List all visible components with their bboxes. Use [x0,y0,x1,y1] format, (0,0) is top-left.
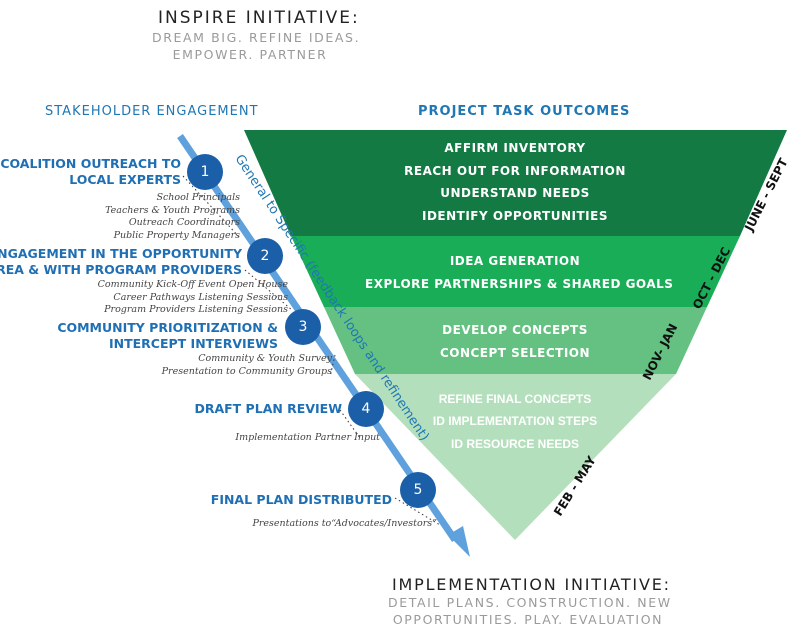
stage-3-title-line2: INTERCEPT INTERVIEWS [108,336,278,351]
band-4-period: FEB - MAY [551,453,599,519]
inspire-title: INSPIRE INITIATIVE: [158,8,360,28]
band-2-period: OCT - DEC [690,244,734,312]
stage-4-title: DRAFT PLAN REVIEW [194,401,342,417]
stage-4-circle [348,391,384,427]
stage-1-detail: Outreach Coordinators [128,217,240,228]
band-4-item: REFINE FINAL CONCEPTS [438,392,592,406]
band-4-item: ID RESOURCE NEEDS [450,437,580,451]
stage-1-title-line1: COALITION OUTREACH TO [0,156,181,171]
band-2-item: EXPLORE PARTNERSHIPS & SHARED GOALS [365,277,674,291]
stage-1-circle [187,154,223,190]
connector-3 [329,354,336,378]
band-1-period: JUNE - SEPT [742,156,791,234]
stage-5-details: Presentations to“Advocates/Investors” [253,518,438,531]
band-3-period: NOV- JAN [640,321,681,383]
implementation-subtitle-line1: DETAIL PLANS. CONSTRUCTION. NEW [388,595,672,610]
engagement-arrow-line [177,134,458,542]
band-3-shape [324,307,707,374]
band-1-item: UNDERSTAND NEEDS [440,186,590,200]
stage-3-title-line1: COMMUNITY PRIORITIZATION & [57,320,278,335]
stage-4-number: 4 [361,401,371,417]
band-1-item: REACH OUT FOR INFORMATION [404,164,626,178]
stage-3-detail: Presentation to Community Groups [161,365,332,377]
stage-3-details: Community & Youth Survey Presentation to… [162,353,332,378]
stage-3-title: COMMUNITY PRIORITIZATION & INTERCEPT INT… [57,320,278,352]
stage-5-number: 5 [413,482,423,498]
band-3-item: CONCEPT SELECTION [439,346,591,360]
stage-5-circle [400,472,436,508]
stage-1-details: School Principals Teachers & Youth Progr… [105,192,240,242]
stage-5-title-line1: FINAL PLAN DISTRIBUTED [210,492,392,507]
connector-1 [182,175,241,239]
band-1-item: IDENTIFY OPPORTUNITIES [421,209,608,223]
band-4-item: ID IMPLEMENTATION STEPS [432,414,598,428]
project-task-outcomes-heading: PROJECT TASK OUTCOMES [418,104,631,119]
inspire-subtitle-line1: DREAM BIG. REFINE IDEAS. [152,30,361,45]
band-3-item: DEVELOP CONCEPTS [442,323,588,337]
band-2-shape [291,236,740,307]
band-1-shape [244,130,787,236]
connector-2 [244,269,293,311]
stage-2-title: ENGAGEMENT IN THE OPPORTUNITY AREA & WIT… [0,246,242,278]
band-4-shape [355,374,676,540]
stage-3-number: 3 [298,319,308,335]
implementation-subtitle: DETAIL PLANS. CONSTRUCTION. NEW OPPORTUN… [388,594,672,628]
stage-1-detail: Public Property Managers [113,229,240,241]
implementation-subtitle-line2: OPPORTUNITIES. PLAY. EVALUATION [392,612,664,627]
stage-1-detail: Teachers & Youth Programs [105,204,240,216]
stage-2-title-line1: ENGAGEMENT IN THE OPPORTUNITY [0,246,242,261]
stakeholder-engagement-heading: STAKEHOLDER ENGAGEMENT [45,104,259,119]
stage-1-title-line2: LOCAL EXPERTS [69,172,181,187]
stage-5-detail: Presentations to“Advocates/Investors” [252,518,438,529]
inspire-subtitle: DREAM BIG. REFINE IDEAS. EMPOWER. PARTNE… [152,29,361,63]
stage-4-title-line1: DRAFT PLAN REVIEW [194,401,342,416]
stage-3-detail: Community & Youth Survey [198,353,332,364]
engagement-arrow-head [448,526,470,557]
connector-4 [339,409,361,439]
stage-1-detail: School Principals [156,192,240,203]
stage-5-title: FINAL PLAN DISTRIBUTED [211,492,392,508]
stage-2-detail: Career Pathways Listening Sessions [113,291,288,303]
stage-1-number: 1 [200,164,210,180]
stage-2-title-line2: AREA & WITH PROGRAM PROVIDERS [0,262,242,277]
stage-4-detail: Implementation Partner Input [235,432,380,443]
stage-4-details: Implementation Partner Input [235,432,380,445]
stage-2-detail: Community Kick-Off Event Open House [97,279,288,290]
stage-2-details: Community Kick-Off Event Open House Care… [98,279,288,317]
stage-1-title: COALITION OUTREACH TO LOCAL EXPERTS [0,156,181,188]
stage-2-circle [247,238,283,274]
implementation-title: IMPLEMENTATION INITIATIVE: [392,575,671,594]
band-1-item: AFFIRM INVENTORY [444,141,586,155]
stage-2-detail: Program Providers Listening Sessions [104,304,288,315]
stage-3-circle [285,309,321,345]
band-2-item: IDEA GENERATION [449,254,581,268]
stage-2-number: 2 [260,248,270,264]
inspire-subtitle-line2: EMPOWER. PARTNER [172,47,328,62]
